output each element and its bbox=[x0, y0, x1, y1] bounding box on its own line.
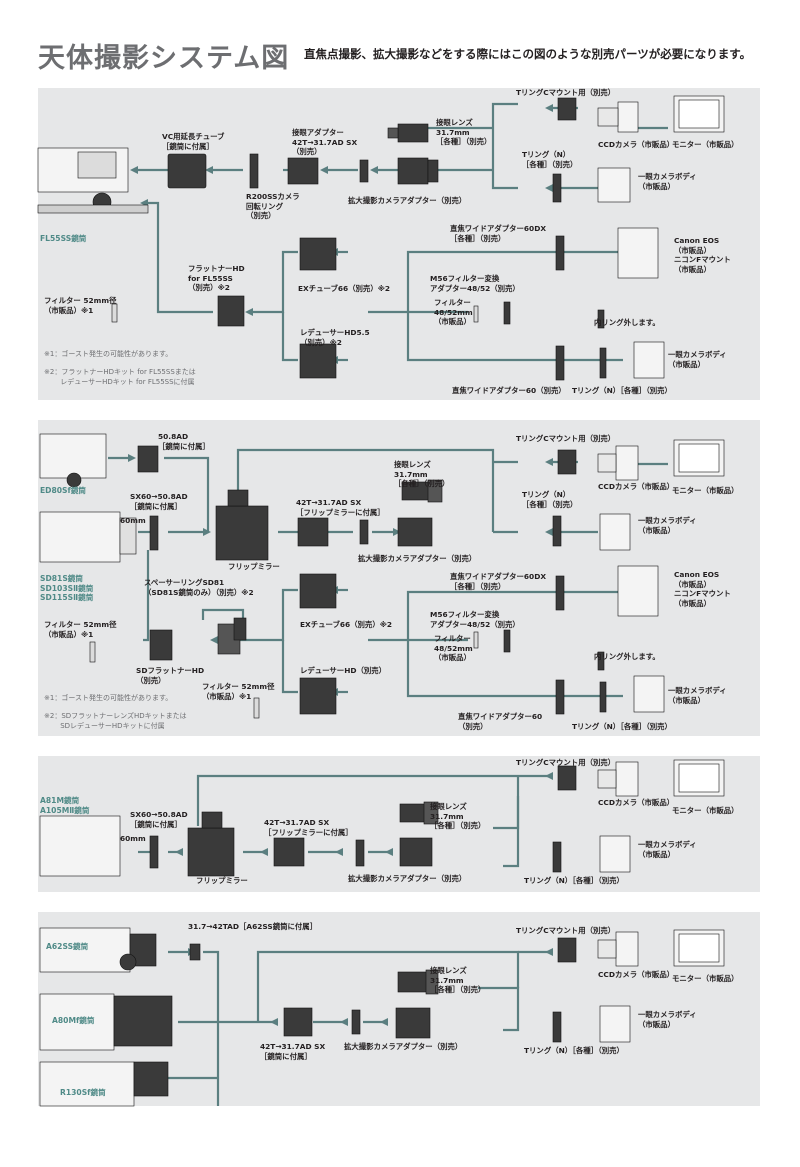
note-2: ※2：フラットナーHDキット for FL55SSまたは レデューサーHDキット… bbox=[44, 368, 196, 386]
canon-label: Canon EOS （市販品） ニコンFマウント （市販品） bbox=[674, 236, 731, 274]
ccd-label: CCDカメラ（市販品） bbox=[598, 140, 675, 149]
sd-flattener-label: SDフラットナーHD （別売） bbox=[136, 666, 205, 685]
note-1: ※1：ゴースト発生の可能性があります。 bbox=[44, 694, 173, 702]
ex-tube-label: EXチューブ66（別売）※2 bbox=[298, 284, 391, 293]
eyepiece-label: 接眼レンズ 31.7mm ［各種］（別売） bbox=[436, 118, 492, 147]
m56-label: M56フィルター変換 アダプター48/52（別売） bbox=[430, 610, 520, 629]
inner-ring-label: 内リング外します。 bbox=[594, 652, 660, 661]
telescope-a-label: A62SS鏡筒 bbox=[46, 942, 89, 951]
ccd-label: CCDカメラ（市販品） bbox=[598, 798, 675, 807]
telescope-label: FL55SS鏡筒 bbox=[40, 234, 87, 243]
t-ring-n-label: Tリング（N）［各種］（別売） bbox=[524, 1046, 624, 1055]
adapter-42t-label: 42T→31.7AD SX ［フリップミラーに付属］ bbox=[296, 498, 385, 517]
t-ring-c-label: TリングCマウント用（別売） bbox=[516, 758, 616, 767]
flip-mirror-label: フリップミラー bbox=[228, 562, 280, 571]
slr-body-label: 一眼カメラボディ （市販品） bbox=[638, 172, 697, 191]
t-ring-n-label: Tリング（N） ［各種］（別売） bbox=[522, 490, 578, 509]
eyepiece-label: 接眼レンズ 31.7mm ［各種］（別売） bbox=[430, 802, 486, 831]
filter-52a-label: フィルター 52mm径 （市販品）※1 bbox=[44, 620, 117, 639]
reducer-label: レデューサーHD（別売） bbox=[300, 666, 387, 675]
telescope-b-label: SD81S鏡筒 SD103SⅡ鏡筒 SD115SⅡ鏡筒 bbox=[40, 574, 94, 603]
ccd-label: CCDカメラ（市販品） bbox=[598, 482, 675, 491]
adapter-42t-label: 42T→31.7AD SX ［フリップミラーに付属］ bbox=[264, 818, 353, 837]
slr-body-2-label: 一眼カメラボディ （市販品） bbox=[668, 686, 727, 705]
panel-a81m: A81M鏡筒 A105MⅡ鏡筒 SX60→50.8AD ［鏡筒に付属］ 60mm… bbox=[38, 756, 760, 892]
slr-body-label: 一眼カメラボディ （市販品） bbox=[638, 840, 697, 859]
magnify-adapter-label: 拡大撮影カメラアダプター（別売） bbox=[348, 196, 467, 205]
t-ring-c-label: TリングCマウント用（別売） bbox=[516, 926, 616, 935]
monitor-label: モニター（市販品） bbox=[672, 140, 739, 149]
t-ring-n-label: Tリング（N）［各種］（別売） bbox=[524, 876, 624, 885]
wide-60dx-label: 直焦ワイドアダプター60DX ［各種］（別売） bbox=[450, 224, 547, 243]
filter-4852-label: フィルター 48/52mm （市販品） bbox=[434, 298, 473, 327]
magnify-adapter-label: 拡大撮影カメラアダプター（別売） bbox=[348, 874, 467, 883]
panel-3-diagram bbox=[39, 759, 725, 877]
sx60-label: SX60→50.8AD ［鏡筒に付属］ bbox=[130, 492, 188, 511]
mm60-label: 60mm bbox=[120, 516, 146, 525]
panel-sd-series: ED80Sf鏡筒 SD81S鏡筒 SD103SⅡ鏡筒 SD115SⅡ鏡筒 50.… bbox=[38, 420, 760, 736]
monitor-label: モニター（市販品） bbox=[672, 806, 739, 815]
monitor-label: モニター（市販品） bbox=[672, 486, 739, 495]
panel-fl55ss: FL55SS鏡筒 VC用延長チューブ ［鏡筒に付属］ R200SSカメラ 回転リ… bbox=[37, 88, 760, 400]
slr-body-label: 一眼カメラボディ （市販品） bbox=[638, 516, 697, 535]
adapter-42t-label: 接眼アダプター 42T→31.7AD SX （別売） bbox=[292, 128, 358, 157]
reducer-label: レデューサーHD5.5 （別売）※2 bbox=[300, 328, 370, 347]
sx60-label: SX60→50.8AD ［鏡筒に付属］ bbox=[130, 810, 188, 829]
panel-2-diagram bbox=[39, 433, 725, 719]
spacer-label: スペーサーリングSD81 （SD81S鏡筒のみ）（別売）※2 bbox=[144, 578, 254, 597]
eyepiece-label: 接眼レンズ 31.7mm ［各種］（別売） bbox=[394, 460, 450, 489]
canon-label: Canon EOS （市販品） ニコンFマウント （市販品） bbox=[674, 570, 731, 608]
t-ring-n2-label: Tリング（N）［各種］（別売） bbox=[572, 722, 672, 731]
t-ring-n2-label: Tリング（N）［各種］（別売） bbox=[572, 386, 672, 395]
telescope-b-label: A80Mf鏡筒 bbox=[52, 1016, 95, 1025]
eyepiece-label: 接眼レンズ 31.7mm ［各種］（別売） bbox=[430, 966, 486, 995]
vc-tube-label: VC用延長チューブ ［鏡筒に付属］ bbox=[162, 132, 225, 151]
t-ring-n-label: Tリング（N） ［各種］（別売） bbox=[522, 150, 578, 169]
t-ring-c-label: TリングCマウント用（別売） bbox=[516, 88, 616, 97]
inner-ring-label: 内リング外します。 bbox=[594, 318, 660, 327]
ccd-label: CCDカメラ（市販品） bbox=[598, 970, 675, 979]
note-1: ※1：ゴースト発生の可能性があります。 bbox=[44, 350, 173, 358]
ad-508-label: 50.8AD ［鏡筒に付属］ bbox=[158, 432, 210, 451]
flip-mirror-label: フリップミラー bbox=[196, 876, 248, 885]
panel-a62ss: A62SS鏡筒 A80Mf鏡筒 R130Sf鏡筒 31.7→42TAD［A62S… bbox=[38, 912, 760, 1107]
ex-tube-label: EXチューブ66（別売）※2 bbox=[300, 620, 393, 629]
mm60-label: 60mm bbox=[120, 834, 146, 843]
wide-60-label: 直焦ワイドアダプター60（別売） bbox=[452, 386, 566, 395]
panel-1-diagram bbox=[37, 95, 725, 381]
rotating-ring-label: R200SSカメラ 回転リング （別売） bbox=[246, 192, 300, 221]
filter-52b-label: フィルター 52mm径 （市販品）※1 bbox=[202, 682, 275, 701]
slr-body-label: 一眼カメラボディ （市販品） bbox=[638, 1010, 697, 1029]
telescope-label: A81M鏡筒 A105MⅡ鏡筒 bbox=[40, 796, 90, 815]
page-title: 天体撮影システム図 bbox=[38, 43, 290, 74]
tad-label: 31.7→42TAD［A62SS鏡筒に付属］ bbox=[188, 922, 318, 931]
panel-4-diagram bbox=[39, 927, 725, 1107]
slr-body-2-label: 一眼カメラボディ （市販品） bbox=[668, 350, 727, 369]
page-subtitle: 直焦点撮影、拡大撮影などをする際にはこの図のような別売パーツが必要になります。 bbox=[304, 47, 752, 61]
filter-4852-label: フィルター 48/52mm （市販品） bbox=[434, 634, 473, 663]
flattener-label: フラットナーHD for FL55SS （別売）※2 bbox=[188, 264, 245, 293]
magnify-adapter-label: 拡大撮影カメラアダプター（別売） bbox=[344, 1042, 463, 1051]
telescope-c-label: R130Sf鏡筒 bbox=[60, 1088, 106, 1097]
t-ring-c-label: TリングCマウント用（別売） bbox=[516, 434, 616, 443]
wide-60-label: 直焦ワイドアダプター60 （別売） bbox=[458, 712, 543, 731]
magnify-adapter-label: 拡大撮影カメラアダプター（別売） bbox=[358, 554, 477, 563]
telescope-a-label: ED80Sf鏡筒 bbox=[40, 486, 87, 495]
wide-60dx-label: 直焦ワイドアダプター60DX ［各種］（別売） bbox=[450, 572, 547, 591]
monitor-label: モニター（市販品） bbox=[672, 974, 739, 983]
m56-label: M56フィルター変換 アダプター48/52（別売） bbox=[430, 274, 520, 293]
note-2: ※2：SDフラットナーレンズHDキットまたは SDレデューサーHDキットに付属 bbox=[44, 712, 187, 730]
adapter-42t-label: 42T→31.7AD SX ［鏡筒に付属］ bbox=[260, 1042, 326, 1061]
filter-52-label: フィルター 52mm径 （市販品）※1 bbox=[44, 296, 117, 315]
